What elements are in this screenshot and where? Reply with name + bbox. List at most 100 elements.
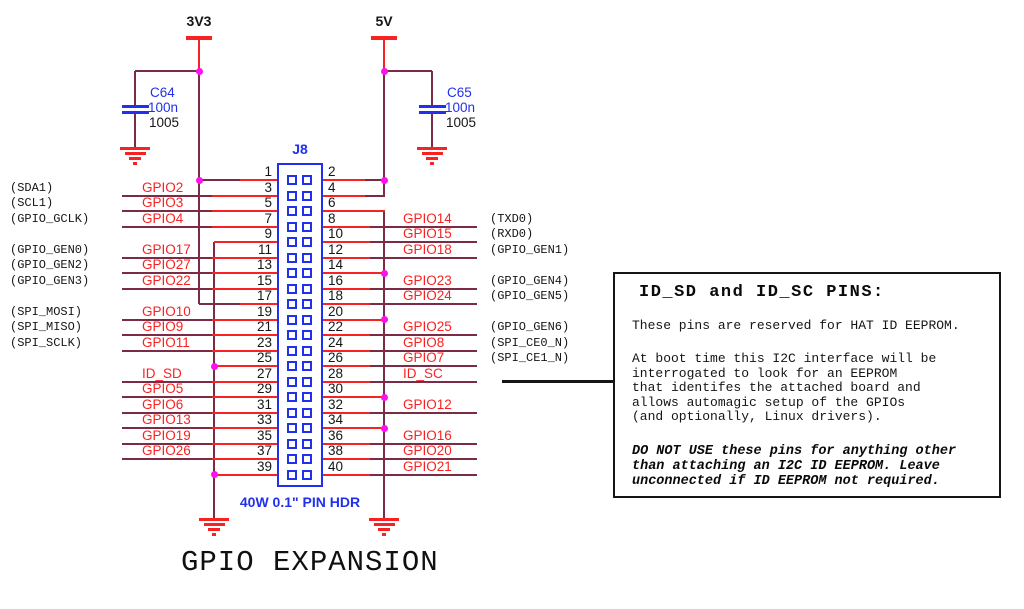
wire-segment [122, 194, 212, 197]
pin-square [287, 175, 297, 185]
pin-square [287, 221, 297, 232]
pin-number: 23 [256, 334, 272, 350]
alt-function-label: (GPIO_GEN4) [490, 273, 570, 288]
ground-symbol [199, 518, 229, 521]
wire-segment [370, 349, 477, 352]
pin-square [287, 345, 297, 356]
wire-segment [122, 334, 212, 336]
pin-square [287, 252, 297, 263]
junction-dot [195, 67, 203, 75]
pin-number: 5 [264, 195, 272, 210]
ground-symbol [373, 523, 395, 526]
ground-symbol [417, 147, 447, 150]
pin-square [302, 221, 312, 232]
gpio-label: GPIO12 [403, 396, 452, 412]
capacitor-symbol [121, 105, 149, 108]
pin-number: 7 [264, 210, 272, 226]
gpio-label: GPIO16 [403, 427, 452, 443]
pin-number: 3 [264, 179, 272, 195]
wire-segment [365, 179, 385, 181]
ground-symbol [421, 152, 443, 155]
pin-number: 11 [257, 241, 272, 257]
wire-segment [323, 458, 370, 460]
c64-footprint: 1005 [149, 115, 180, 130]
junction-dot [380, 176, 388, 184]
capacitor-symbol [418, 111, 446, 114]
pin-number: 30 [328, 381, 344, 396]
pin-square [287, 423, 297, 433]
pin-number: 37 [256, 443, 272, 458]
wire-segment [323, 256, 370, 259]
pin-square [302, 345, 312, 356]
wire-segment [212, 349, 277, 352]
wire-segment [122, 318, 212, 321]
rail-5v-label: 5V [375, 13, 393, 29]
wire-segment [323, 349, 370, 352]
wire-segment [212, 380, 277, 383]
wire-segment [370, 303, 477, 305]
pin-square [302, 361, 312, 371]
pin-number: 33 [256, 412, 272, 427]
wire-segment [323, 411, 370, 414]
wire-segment [199, 303, 240, 305]
note-callout-line [502, 380, 613, 383]
pin-number: 32 [328, 396, 344, 412]
pin-square [287, 438, 297, 449]
wire-segment [323, 272, 385, 274]
junction-dot [380, 393, 388, 401]
wire-segment [323, 334, 370, 336]
gpio-label: GPIO9 [142, 319, 184, 334]
pin-square [302, 454, 312, 464]
wire-segment [212, 225, 277, 228]
wire-segment [199, 179, 240, 181]
pin-square [302, 376, 312, 387]
alt-function-label: (RXD0) [490, 227, 534, 241]
wire-segment [212, 194, 277, 197]
rail-3v3-label: 3V3 [186, 13, 212, 29]
wire-segment [370, 411, 477, 414]
wire-segment [370, 334, 477, 336]
alt-function-label: (SPI_SCLK) [10, 335, 83, 350]
pin-square [287, 454, 297, 464]
wire-segment [122, 272, 212, 274]
gpio-label: ID_SD [142, 365, 182, 381]
wire-segment [383, 71, 385, 196]
power-bar-5v [371, 36, 397, 40]
pin-square [302, 407, 312, 418]
pin-number: 31 [256, 396, 272, 412]
pin-number: 35 [256, 427, 272, 443]
wire-segment [323, 396, 385, 398]
pin-number: 18 [328, 288, 344, 303]
alt-function-label: (GPIO_GEN0) [10, 242, 90, 257]
pin-square [287, 361, 297, 371]
gpio-label: GPIO3 [142, 195, 184, 210]
wire-segment [122, 411, 212, 414]
pin-number: 4 [328, 179, 336, 195]
alt-function-label: (GPIO_GEN5) [490, 289, 570, 303]
gpio-label: GPIO19 [142, 427, 191, 443]
pin-square [302, 469, 312, 480]
wire-segment [323, 303, 370, 305]
c64-value: 100n [148, 100, 179, 115]
pin-number: 20 [328, 303, 344, 319]
wire-segment [214, 241, 277, 243]
pin-square [302, 252, 312, 263]
wire-segment [212, 411, 277, 414]
gpio-label: GPIO11 [142, 334, 190, 350]
wire-segment [135, 70, 199, 72]
gpio-label: GPIO20 [403, 443, 452, 458]
wire-segment [370, 458, 477, 460]
c64-refdes: C64 [150, 85, 175, 100]
pin-number: 17 [256, 288, 272, 303]
wire-segment [212, 210, 277, 212]
wire-segment [323, 473, 370, 476]
pin-square [302, 330, 312, 340]
wire-segment [122, 427, 212, 429]
pin-square [287, 407, 297, 418]
alt-function-label: (GPIO_GEN6) [490, 320, 570, 334]
alt-function-label: (GPIO_GEN2) [10, 258, 90, 272]
wire-segment [370, 225, 477, 228]
wire-segment [240, 303, 277, 305]
pin-number: 26 [328, 350, 344, 365]
gpio-label: GPIO24 [403, 288, 452, 303]
